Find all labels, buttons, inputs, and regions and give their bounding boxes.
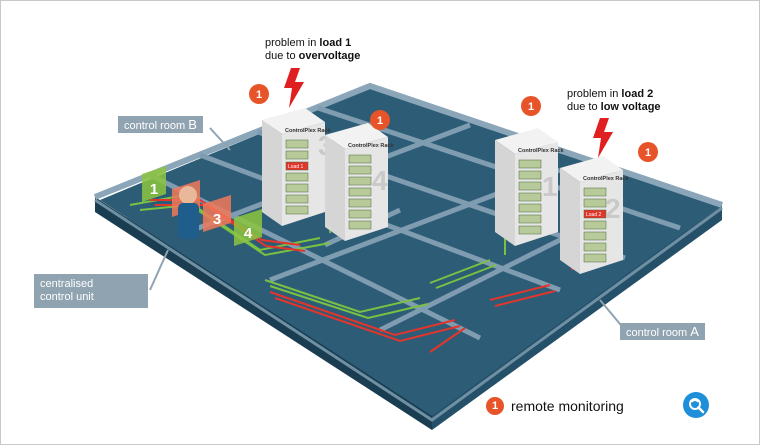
control-room-a-letter: A: [690, 324, 699, 339]
rack-row: [518, 192, 542, 202]
control-room-b-callout: control room B: [118, 116, 203, 133]
problem1-load: load 1: [319, 37, 352, 49]
problem1-due: due to: [265, 50, 299, 62]
lightning-bolt-icon: [593, 118, 613, 158]
centralised-control-unit-callout: centralised control unit: [34, 274, 148, 308]
wireless-search-glyph: [689, 398, 705, 414]
rack-4: ControlPlex Rack 4: [325, 123, 394, 241]
rack-row: [518, 225, 542, 235]
rack-row: [518, 170, 542, 180]
rack-number-4: 4: [372, 165, 388, 196]
rack-row: [583, 198, 607, 208]
panel-3: [203, 195, 231, 232]
centralised-line1: centralised: [40, 278, 94, 290]
control-room-b-text: control room: [124, 120, 189, 132]
control-room-a-callout: control room A: [620, 323, 705, 340]
rack-brand-label: ControlPlex Rack: [518, 148, 564, 154]
problem1-cause: overvoltage: [298, 50, 361, 62]
rack-number-1: 1: [542, 171, 558, 202]
lightning-bolt-icon: [284, 68, 304, 108]
rack-load-label: Load 1: [288, 164, 304, 170]
rack-4-rows: ControlPlex Rack: [348, 143, 394, 230]
operator-figure: [178, 186, 199, 239]
rack-row: [583, 242, 607, 252]
rack-row: [348, 176, 372, 186]
badge-number: 1: [645, 147, 651, 159]
rack-brand-label: ControlPlex Rack: [583, 176, 629, 182]
rack-row: [518, 203, 542, 213]
panel-4: [234, 209, 262, 246]
wireless-search-icon[interactable]: [683, 392, 709, 418]
rack-row: [348, 154, 372, 164]
centralised-line2: control unit: [40, 291, 94, 303]
rack-row: [348, 220, 372, 230]
badges: 1 1 1 1: [249, 84, 658, 162]
problem2-prefix: problem in: [567, 88, 622, 100]
rack-row: [348, 187, 372, 197]
legend-text: remote monitoring: [511, 398, 624, 414]
rack-brand-label: ControlPlex Rack: [285, 128, 331, 134]
badge-number: 1: [256, 89, 262, 101]
panel-label-4: 4: [244, 225, 253, 242]
rack-1-rows: ControlPlex Rack: [518, 148, 564, 235]
legend: 1 remote monitoring: [486, 397, 624, 415]
panel-1: [142, 166, 166, 202]
rack-row: [583, 231, 607, 241]
legend-badge: 1: [486, 397, 504, 415]
rack-row: [285, 205, 309, 215]
rack-row: [518, 214, 542, 224]
rack-fault-row: [583, 209, 607, 219]
rack-1: ControlPlex Rack 1: [495, 128, 564, 246]
badge-number: 1: [377, 115, 383, 127]
panel-label-1: 1: [150, 181, 158, 198]
problem-load1-label: problem in load 1 due to overvoltage: [265, 37, 360, 63]
rack-row: [518, 159, 542, 169]
rack-number-2: 2: [605, 193, 621, 224]
panel-label-3: 3: [213, 211, 221, 228]
rack-row: [348, 209, 372, 219]
outer-wall-top-rim: [94, 198, 723, 422]
rack-row: [285, 139, 309, 149]
rack-row: [583, 253, 607, 263]
rack-fault-row: [285, 161, 309, 171]
rack-row: [285, 172, 309, 182]
leader-line-centralised: [149, 249, 169, 291]
problem2-due: due to: [567, 101, 601, 113]
rack-row: [348, 198, 372, 208]
problem2-cause: low voltage: [600, 101, 661, 113]
rack-row: [583, 187, 607, 197]
rack-row: [285, 183, 309, 193]
problem-load2-label: problem in load 2 due to low voltage: [567, 88, 661, 114]
problem2-load: load 2: [621, 88, 654, 100]
badge-number: 1: [528, 101, 534, 113]
control-room-b-letter: B: [188, 117, 197, 132]
problem1-prefix: problem in: [265, 37, 320, 49]
control-room-a-text: control room: [626, 327, 691, 339]
rack-brand-label: ControlPlex Rack: [348, 143, 394, 149]
rack-row: [583, 220, 607, 230]
rack-row: [285, 194, 309, 204]
rack-load-label: Load 2: [586, 212, 602, 218]
rack-row: [285, 150, 309, 160]
rack-row: [348, 165, 372, 175]
leader-line-room-b: [209, 127, 231, 151]
rack-row: [518, 181, 542, 191]
